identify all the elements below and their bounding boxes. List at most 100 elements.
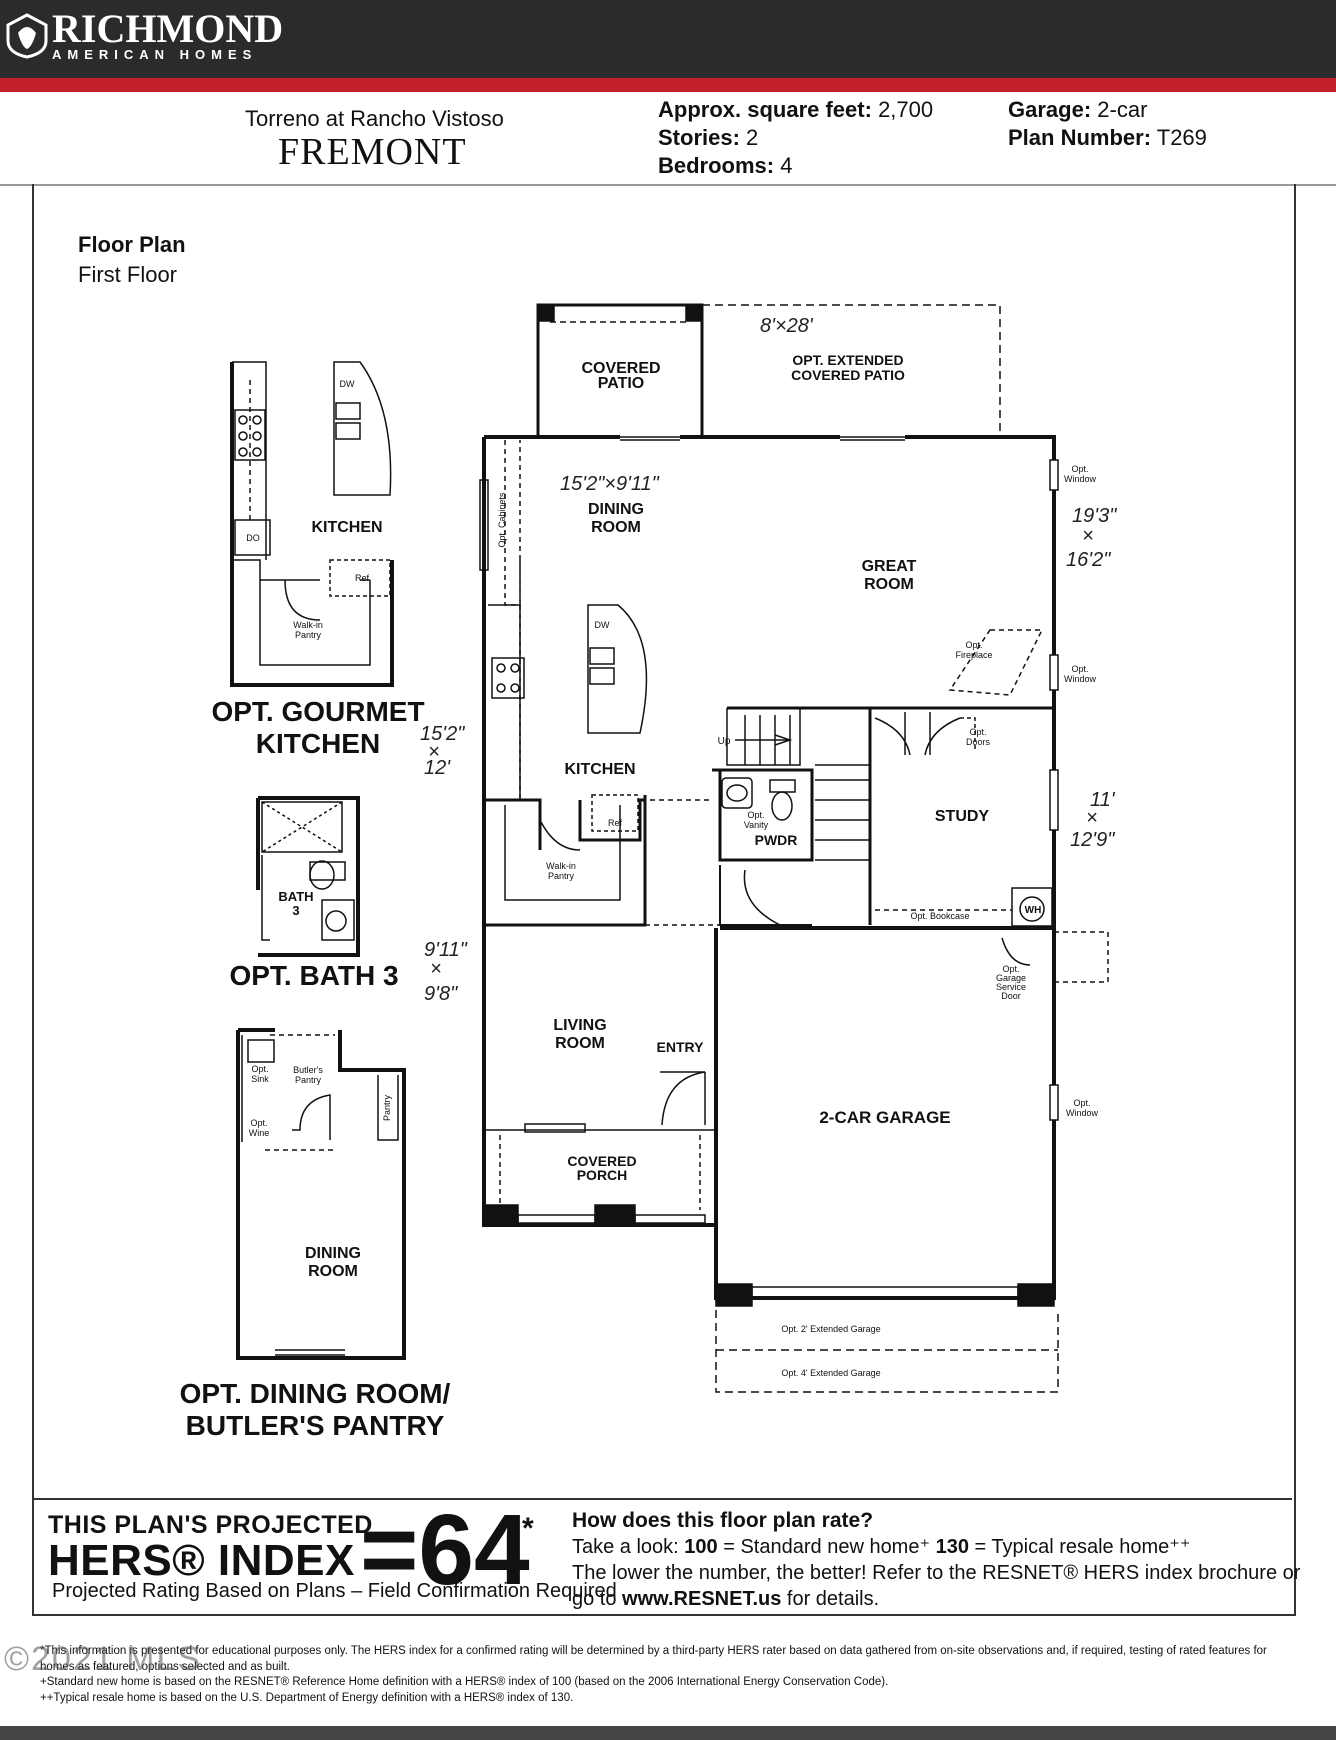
label-walkin-pantry: Walk-in: [546, 861, 576, 871]
option-bath3-drawing: [256, 796, 360, 957]
plan-label-title: Floor Plan: [78, 232, 186, 257]
svg-text:16'2": 16'2": [1066, 549, 1111, 571]
handwritten-kitchen-dim: 15'2": [420, 723, 465, 745]
label-service-door: Opt.: [1002, 964, 1019, 974]
svg-text:PATIO: PATIO: [598, 375, 645, 392]
plan-name: FREMONT: [278, 131, 467, 173]
label-opt-window-2: Opt.: [1071, 664, 1088, 674]
hers-explanation: How does this floor plan rate? Take a lo…: [572, 1509, 1301, 1610]
svg-text:Window: Window: [1066, 1108, 1099, 1118]
svg-text:12': 12': [424, 757, 451, 779]
bottom-bar: [0, 1726, 1336, 1740]
svg-text:Window: Window: [1064, 674, 1097, 684]
svg-text:PORCH: PORCH: [577, 1167, 628, 1183]
spec-list-left: Approx. square feet: 2,700 Stories: 2 Be…: [658, 96, 933, 180]
spec-stories: Stories: 2: [658, 125, 759, 150]
label-opt-fireplace: Opt.: [965, 640, 982, 650]
floor-plan-drawing: COVERED PATIO OPT. EXTENDED COVERED PATI…: [230, 303, 1117, 1393]
label-opt-bookcase: Opt. Bookcase: [910, 911, 969, 921]
label-opt-window-3: Opt.: [1073, 1098, 1090, 1108]
label-garage: 2-CAR GARAGE: [819, 1108, 950, 1127]
hers-footnote-mark: *: [522, 1512, 534, 1545]
svg-text:ROOM: ROOM: [864, 576, 914, 593]
plan-header: Torreno at Rancho Vistoso FREMONT Approx…: [0, 92, 1336, 186]
label-pantry: Pantry: [382, 1094, 392, 1121]
label-living-room: LIVING: [553, 1017, 606, 1034]
handwritten-living-dim: 9'11": [424, 939, 468, 961]
hers-note: Projected Rating Based on Plans – Field …: [52, 1580, 617, 1602]
label-entry: ENTRY: [657, 1039, 705, 1055]
svg-text:×: ×: [430, 958, 442, 980]
label-opt-window-1: Opt.: [1071, 464, 1088, 474]
hers-index-value: =64: [360, 1494, 530, 1606]
handwritten-study-dim: 11': [1090, 789, 1116, 811]
svg-text:Vanity: Vanity: [744, 820, 769, 830]
handwritten-great-dim: 19'3": [1072, 505, 1117, 527]
label-opt-vanity: Opt.: [747, 810, 764, 820]
label-opt-doors: Opt.: [969, 727, 986, 737]
brand-tagline: AMERICAN HOMES: [52, 47, 258, 62]
label-opt-walkin-pantry: Walk-in: [293, 620, 323, 630]
svg-text:Wine: Wine: [249, 1128, 270, 1138]
label-bath3: BATH: [278, 889, 313, 904]
label-ext-2ft: Opt. 2' Extended Garage: [781, 1324, 880, 1334]
svg-text:3: 3: [292, 903, 299, 918]
label-opt-wine: Opt.: [250, 1118, 267, 1128]
label-ext-4ft: Opt. 4' Extended Garage: [781, 1368, 880, 1378]
spec-list-right: Garage: 2-car Plan Number: T269: [1008, 96, 1207, 152]
label-covered-porch: COVERED: [567, 1153, 636, 1169]
resnet-link[interactable]: www.RESNET.us: [622, 1588, 782, 1610]
label-dining-room: DINING: [588, 501, 644, 518]
label-kitchen: KITCHEN: [564, 761, 635, 778]
label-opt-ref: Ref: [355, 573, 370, 583]
spec-sqft: Approx. square feet: 2,700: [658, 97, 934, 122]
hers-section: [32, 1498, 1292, 1616]
svg-text:×: ×: [428, 741, 440, 763]
svg-text:12'9": 12'9": [1070, 829, 1115, 851]
label-pwdr: PWDR: [755, 832, 798, 848]
option-dining-drawing: [236, 1028, 406, 1360]
svg-text:Door: Door: [1001, 991, 1021, 1001]
brand-name: RICHMOND: [52, 6, 284, 51]
svg-text:ROOM: ROOM: [555, 1035, 605, 1052]
label-double-oven: DO: [246, 533, 260, 543]
option-gourmet-kitchen-drawing: [230, 361, 394, 687]
label-opt-sink: Opt.: [251, 1064, 268, 1074]
svg-text:Window: Window: [1064, 474, 1097, 484]
label-dw: DW: [595, 620, 610, 630]
svg-text:Fireplace: Fireplace: [955, 650, 992, 660]
svg-text:Doors: Doors: [966, 737, 991, 747]
title-opt-gourmet-kitchen: OPT. GOURMET KITCHEN: [211, 696, 425, 759]
covered-patio: [536, 303, 704, 437]
community-name: Torreno at Rancho Vistoso: [245, 106, 504, 131]
covered-porch: [483, 1123, 716, 1226]
title-opt-bath3: OPT. BATH 3: [229, 960, 399, 991]
label-great-room: GREAT: [862, 558, 917, 575]
powder-room: [712, 768, 814, 862]
svg-text:ROOM: ROOM: [591, 519, 641, 536]
label-study: STUDY: [935, 808, 990, 825]
spec-garage: Garage: 2-car: [1008, 97, 1148, 122]
spec-bedrooms: Bedrooms: 4: [658, 153, 793, 178]
label-opt-kitchen: KITCHEN: [311, 519, 382, 536]
label-water-heater: WH: [1025, 905, 1042, 916]
svg-text:9'8": 9'8": [424, 983, 458, 1005]
svg-text:Sink: Sink: [251, 1074, 269, 1084]
plan-frame: [32, 184, 1296, 1616]
svg-text:COVERED PATIO: COVERED PATIO: [791, 367, 905, 383]
footnotes: *This information is presented for educa…: [40, 1645, 1267, 1704]
brand-logo: RICHMOND AMERICAN HOMES: [6, 6, 284, 62]
plan-label-subtitle: First Floor: [78, 262, 177, 287]
title-opt-dining-butlers: OPT. DINING ROOM/ BUTLER'S PANTRY: [179, 1378, 451, 1441]
svg-text:Pantry: Pantry: [295, 1075, 322, 1085]
label-opt-cabinets: Opt. Cabinets: [497, 492, 507, 548]
svg-text:ROOM: ROOM: [308, 1263, 358, 1280]
label-extended-patio: OPT. EXTENDED: [792, 352, 903, 368]
svg-text:Pantry: Pantry: [295, 630, 322, 640]
accent-stripe: [0, 78, 1336, 92]
mls-watermark: ©2021 MLS: [4, 1640, 203, 1678]
label-butlers-pantry: Butler's: [293, 1065, 323, 1075]
svg-text:Pantry: Pantry: [548, 871, 575, 881]
brand-bar: [0, 0, 1336, 78]
svg-text:×: ×: [1086, 807, 1098, 829]
